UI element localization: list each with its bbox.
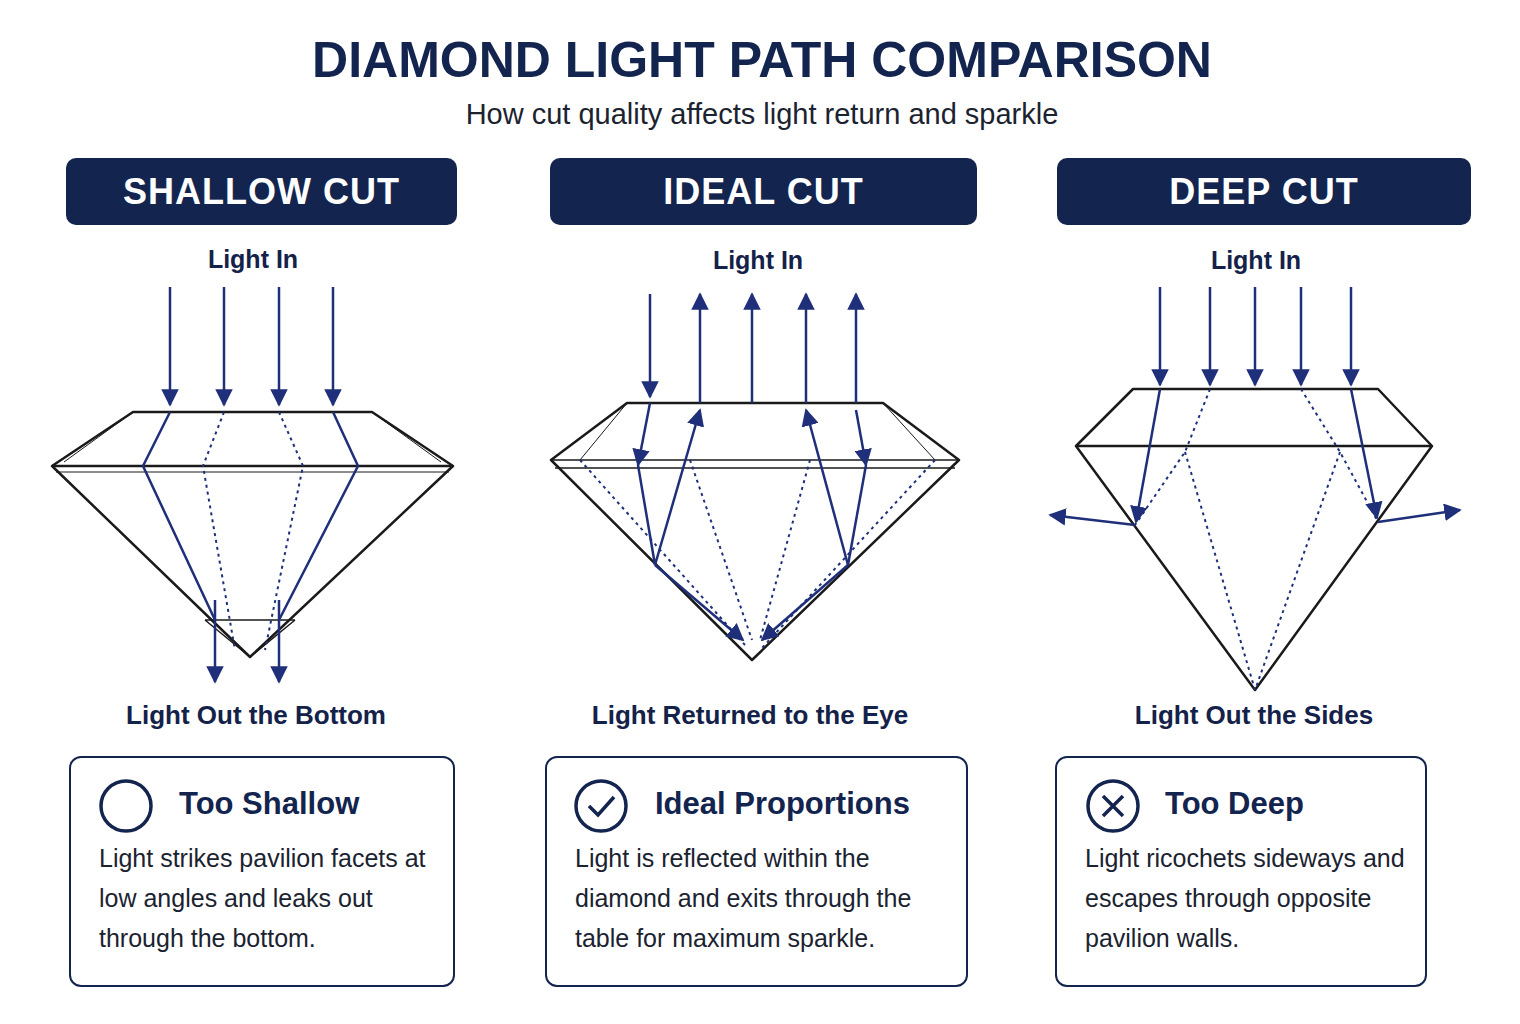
band-title: SHALLOW CUT <box>123 171 400 213</box>
band-title: DEEP CUT <box>1169 171 1358 213</box>
card-heading: Too Deep <box>1165 782 1405 826</box>
result-label: Light Returned to the Eye <box>592 700 908 731</box>
light-in-label: Light In <box>1211 246 1301 275</box>
card-body: Light is reflected within the diamond an… <box>575 838 946 958</box>
header-band: IDEAL CUT <box>550 158 977 225</box>
card-heading: Too Shallow <box>179 782 433 826</box>
verdict-card: Too ShallowLight strikes pavilion facets… <box>69 756 455 987</box>
light-in-label: Light In <box>713 246 803 275</box>
header-band: SHALLOW CUT <box>66 158 457 225</box>
light-in-label: Light In <box>208 245 298 274</box>
card-heading: Ideal Proportions <box>655 782 946 826</box>
header-band: DEEP CUT <box>1057 158 1471 225</box>
card-body: Light strikes pavilion facets at low ang… <box>99 838 433 958</box>
result-label: Light Out the Bottom <box>126 700 386 731</box>
band-title: IDEAL CUT <box>663 171 863 213</box>
diagram-title: DIAMOND LIGHT PATH COMPARISON <box>312 31 1212 89</box>
subtitle: How cut quality affects light return and… <box>466 98 1059 131</box>
verdict-card: Ideal ProportionsLight is reflected with… <box>545 756 968 987</box>
verdict-card: Too DeepLight ricochets sideways and esc… <box>1055 756 1427 987</box>
result-label: Light Out the Sides <box>1135 700 1373 731</box>
card-body: Light ricochets sideways and escapes thr… <box>1085 838 1405 958</box>
